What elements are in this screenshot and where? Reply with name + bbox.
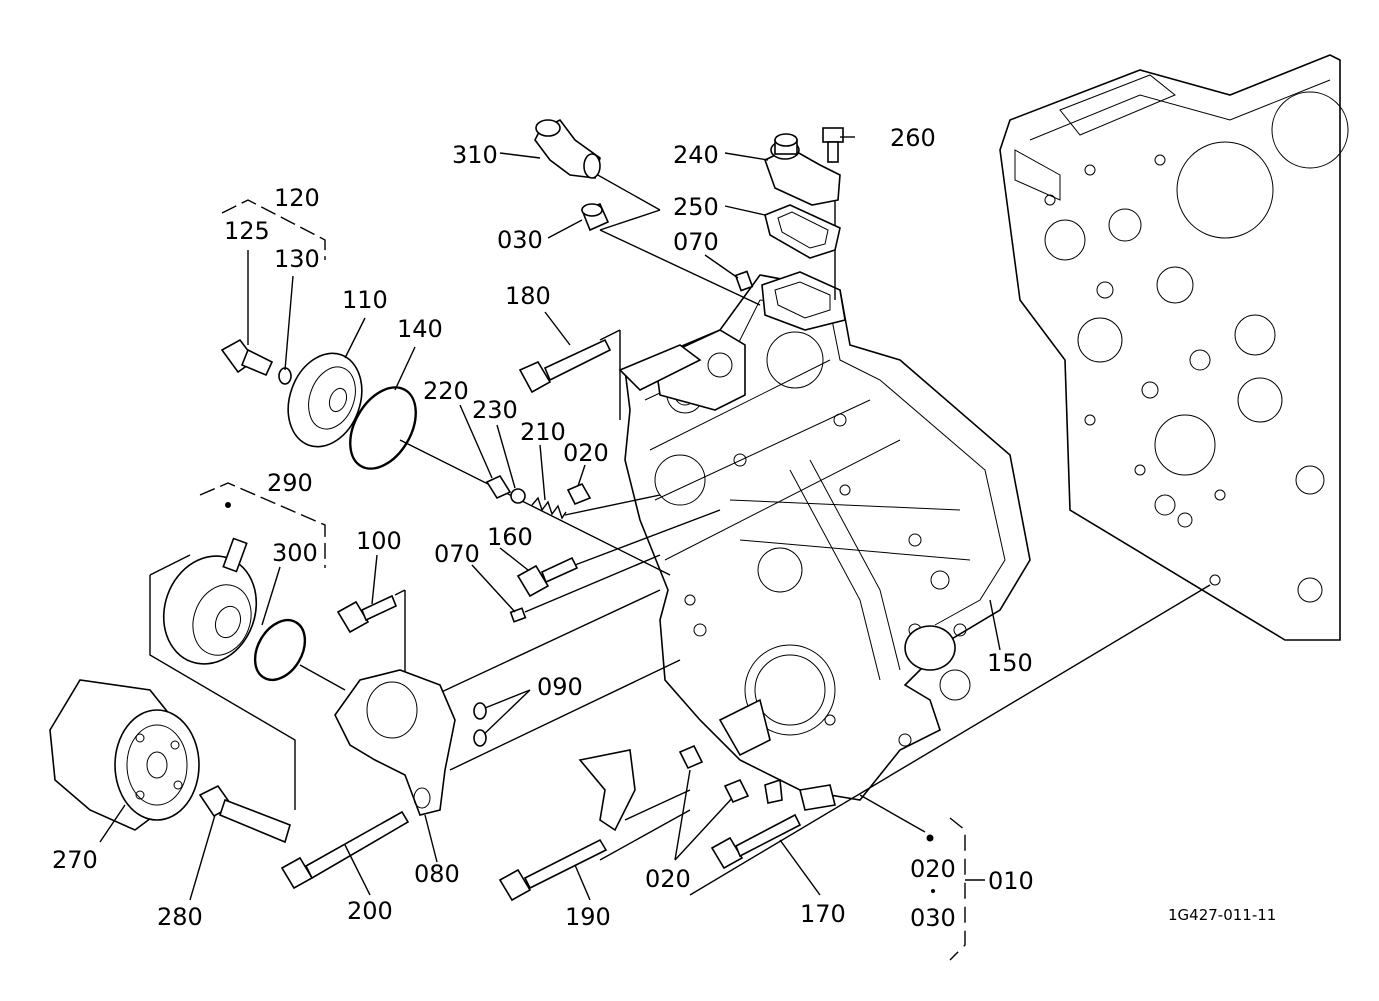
label-100: 100 — [356, 527, 402, 555]
drawing-code: 1G427-011-11 — [1168, 906, 1276, 924]
part-280-nipple — [198, 784, 291, 844]
label-270: 270 — [52, 846, 98, 874]
label-030-top: 030 — [497, 226, 543, 254]
part-090-o-ring-2 — [473, 729, 487, 747]
label-010: 010 — [988, 867, 1034, 895]
part-140-o-ring — [349, 386, 417, 470]
marker-dot-010 — [926, 834, 934, 842]
label-020-mid: 020 — [563, 439, 609, 467]
label-120: 120 — [274, 184, 320, 212]
label-210: 210 — [520, 418, 566, 446]
marker-dot-010-small — [931, 889, 935, 893]
label-140: 140 — [397, 315, 443, 343]
leader-lines — [149, 164, 1211, 961]
part-230-ball — [510, 488, 526, 504]
engine-block — [999, 54, 1349, 641]
label-310: 310 — [452, 141, 498, 169]
gear-case — [618, 271, 1031, 811]
label-110: 110 — [342, 286, 388, 314]
label-290: 290 — [267, 469, 313, 497]
part-240-flange — [764, 133, 841, 206]
marker-dot-290 — [225, 502, 231, 508]
part-020-plug-bottom-1 — [678, 744, 704, 770]
label-020-bottom: 020 — [645, 865, 691, 893]
label-125: 125 — [224, 217, 270, 245]
label-170: 170 — [800, 900, 846, 928]
part-030-plug-top — [580, 203, 610, 232]
label-030-bracket: 030 — [910, 904, 956, 932]
label-220: 220 — [423, 377, 469, 405]
part-labels: 310 240 260 250 030 070 120 125 130 110 … — [52, 124, 1276, 932]
label-260: 260 — [890, 124, 936, 152]
label-150: 150 — [987, 649, 1033, 677]
label-160: 160 — [487, 523, 533, 551]
part-270-oil-filter — [49, 679, 200, 831]
label-240: 240 — [673, 141, 719, 169]
part-220-sleeve — [485, 474, 512, 500]
part-160-bolt — [516, 556, 579, 598]
label-020-bracket: 020 — [910, 855, 956, 883]
label-180: 180 — [505, 282, 551, 310]
part-310-elbow — [534, 118, 601, 179]
bracket-290 — [199, 482, 326, 568]
part-210-spring — [531, 496, 567, 520]
label-090: 090 — [537, 673, 583, 701]
part-250-gasket — [764, 204, 841, 259]
part-020-plug-bottom-2 — [723, 778, 750, 804]
label-070-top: 070 — [673, 228, 719, 256]
part-125-bolt — [220, 338, 274, 377]
label-230: 230 — [472, 396, 518, 424]
label-080: 080 — [414, 860, 460, 888]
label-070-lower: 070 — [434, 540, 480, 568]
part-170-bolt — [710, 813, 802, 870]
part-110-cover — [287, 352, 363, 448]
part-190-bolt — [498, 838, 608, 902]
label-190: 190 — [565, 903, 611, 931]
label-280: 280 — [157, 903, 203, 931]
part-200-bolt — [280, 810, 410, 890]
label-130: 130 — [274, 245, 320, 273]
part-090-o-ring-1 — [473, 702, 487, 720]
label-200: 200 — [347, 897, 393, 925]
label-250: 250 — [673, 193, 719, 221]
part-300-o-ring — [253, 618, 307, 682]
part-130-washer — [278, 367, 292, 385]
part-020-plug-mid — [566, 482, 592, 506]
part-260-bolt — [822, 127, 844, 163]
part-180-bolt — [518, 338, 612, 394]
part-100-bolt — [336, 594, 398, 634]
part-290-oil-cooler — [162, 537, 258, 665]
part-filter-bracket — [334, 669, 456, 816]
part-tensioner-bracket — [578, 749, 636, 832]
part-070-pin-top — [734, 270, 754, 292]
bracket-120 — [221, 199, 326, 260]
label-300: 300 — [272, 539, 318, 567]
